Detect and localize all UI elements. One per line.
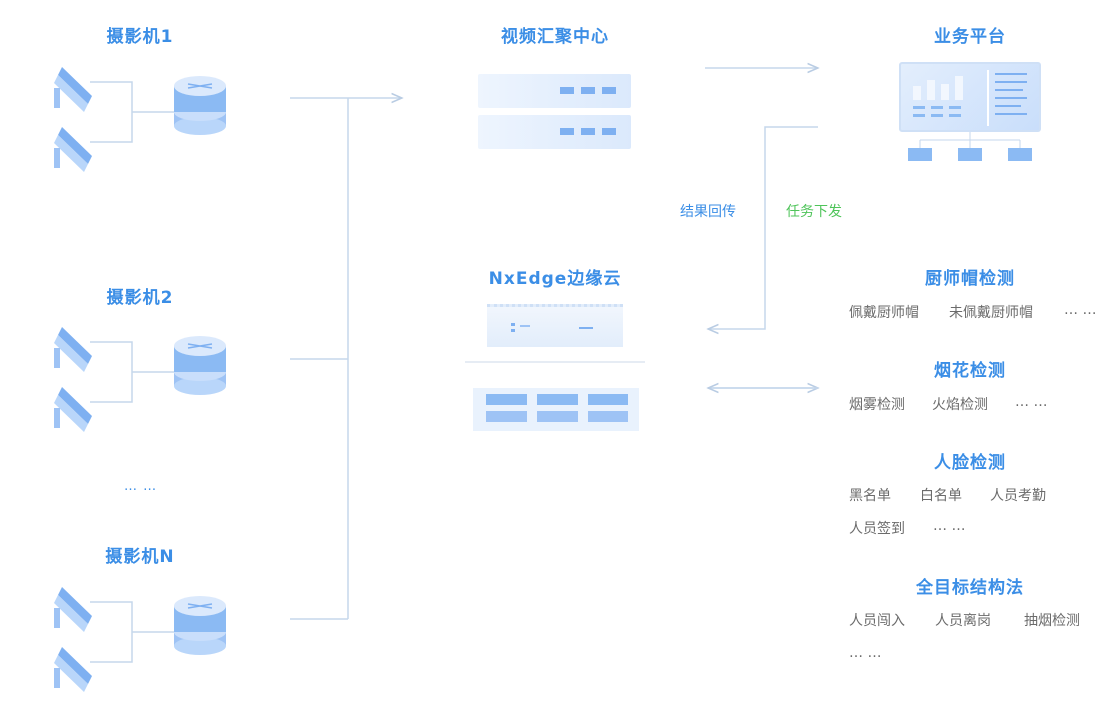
detection-item: 火焰检测 — [932, 397, 988, 413]
camera-icon — [54, 127, 92, 172]
detection-item: 未佩戴厨师帽 — [949, 305, 1033, 321]
camera-ellipsis: … … — [124, 479, 158, 494]
camera-icon — [54, 387, 92, 432]
camera2-group — [40, 322, 240, 452]
camera-icon — [54, 67, 92, 112]
camera1-group — [40, 62, 240, 192]
detection-item: 黑名单 — [849, 488, 891, 504]
detection-title-face: 人脸检测 — [934, 453, 1006, 473]
cameraN-title: 摄影机N — [105, 547, 175, 567]
detection-item: 人员签到 — [849, 521, 905, 537]
detection-item: 人员离岗 — [935, 613, 991, 629]
camera-icon — [54, 647, 92, 692]
detection-item: 佩戴厨师帽 — [849, 305, 919, 321]
edge-device — [487, 304, 623, 347]
detection-item: 抽烟检测 — [1024, 613, 1080, 629]
nxedge-title: NxEdge边缘云 — [488, 269, 622, 289]
result-return-label: 结果回传 — [680, 204, 736, 220]
detection-item: … … — [933, 518, 966, 534]
video-center-server-2 — [478, 115, 631, 149]
detection-item: … … — [849, 645, 882, 661]
edge-storage — [473, 388, 639, 431]
detection-item: 人员考勤 — [990, 488, 1046, 504]
camera-icon — [54, 587, 92, 632]
router-icon — [174, 596, 226, 655]
cameraN-group — [40, 582, 240, 712]
video-center-title: 视频汇聚中心 — [501, 27, 609, 47]
platform-title: 业务平台 — [934, 27, 1006, 47]
router-icon — [174, 76, 226, 135]
detection-item: 烟雾检测 — [849, 397, 905, 413]
router-icon — [174, 336, 226, 395]
video-center-server-1 — [478, 74, 631, 108]
platform-terminals — [908, 132, 1032, 161]
detection-item: … … — [1064, 302, 1097, 318]
detection-title-full-target: 全目标结构法 — [916, 578, 1024, 598]
camera1-title: 摄影机1 — [106, 27, 174, 47]
detection-item: … … — [1015, 394, 1048, 410]
detection-title-fireworks: 烟花检测 — [934, 361, 1006, 381]
task-dispatch-line — [708, 126, 818, 329]
detection-title-chef-hat: 厨师帽检测 — [925, 269, 1015, 289]
detection-item: 人员闯入 — [849, 613, 905, 629]
camera-icon — [54, 327, 92, 372]
camera2-title: 摄影机2 — [106, 288, 174, 308]
detection-item: 白名单 — [920, 488, 962, 504]
platform-dashboard — [899, 62, 1041, 132]
task-dispatch-label: 任务下发 — [786, 204, 842, 220]
